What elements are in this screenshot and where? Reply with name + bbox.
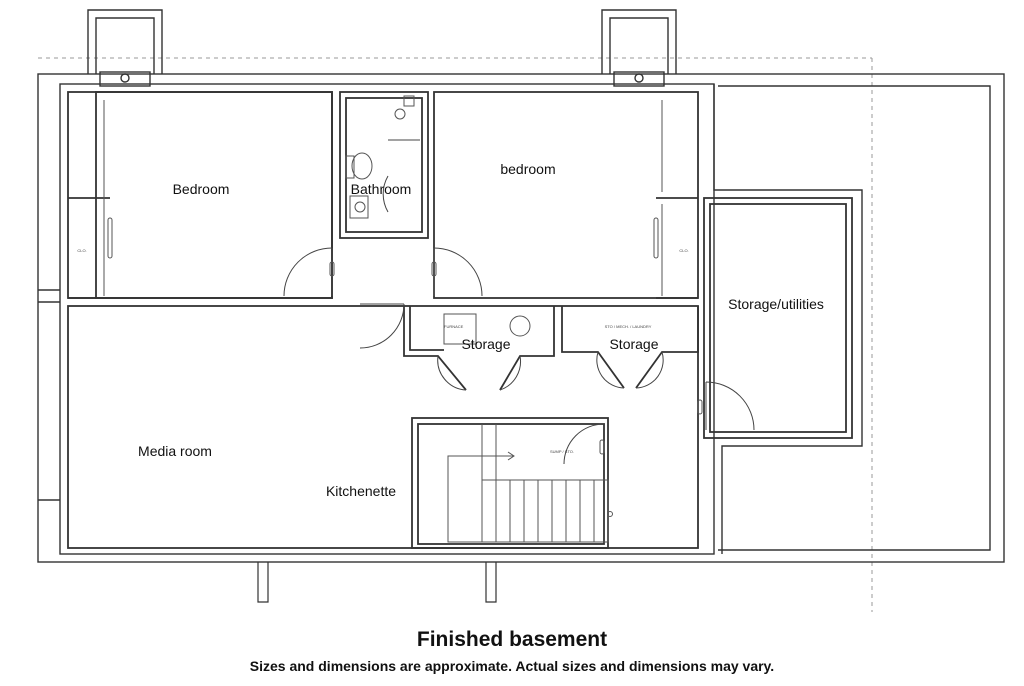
footings — [257, 562, 497, 603]
interior-walls — [67, 91, 853, 549]
outer-walls — [37, 73, 1005, 563]
sto-mech-laundry-label: STO / MECH. / LAUNDRY — [605, 324, 652, 329]
floor-plan: Bedroom Bathroom bedroom Storage/utiliti… — [37, 9, 1005, 612]
stairs — [447, 424, 613, 543]
room-label-storage-left: Storage — [461, 336, 510, 352]
furnace-label: FURNACE — [444, 324, 464, 329]
caption-title: Finished basement — [416, 628, 608, 651]
closet-label-left: CLO. — [77, 248, 86, 253]
closet-label-right: CLO. — [679, 248, 688, 253]
room-label-bathroom: Bathroom — [351, 181, 412, 197]
room-label-storage-utilities: Storage/utilities — [728, 296, 824, 312]
fixtures — [103, 95, 703, 455]
room-label-kitchenette: Kitchenette — [326, 483, 396, 499]
door-swings — [283, 139, 755, 465]
caption-subtitle: Sizes and dimensions are approximate. Ac… — [249, 658, 775, 674]
window-wells — [87, 9, 677, 87]
room-label-bedroom-right: bedroom — [500, 161, 555, 177]
sump-sto-label: SUMP / STO. — [550, 449, 574, 454]
room-label-storage-right: Storage — [609, 336, 658, 352]
room-label-media-room: Media room — [138, 443, 212, 459]
dashed-reference-lines — [38, 57, 873, 612]
room-label-bedroom-left: Bedroom — [173, 181, 230, 197]
